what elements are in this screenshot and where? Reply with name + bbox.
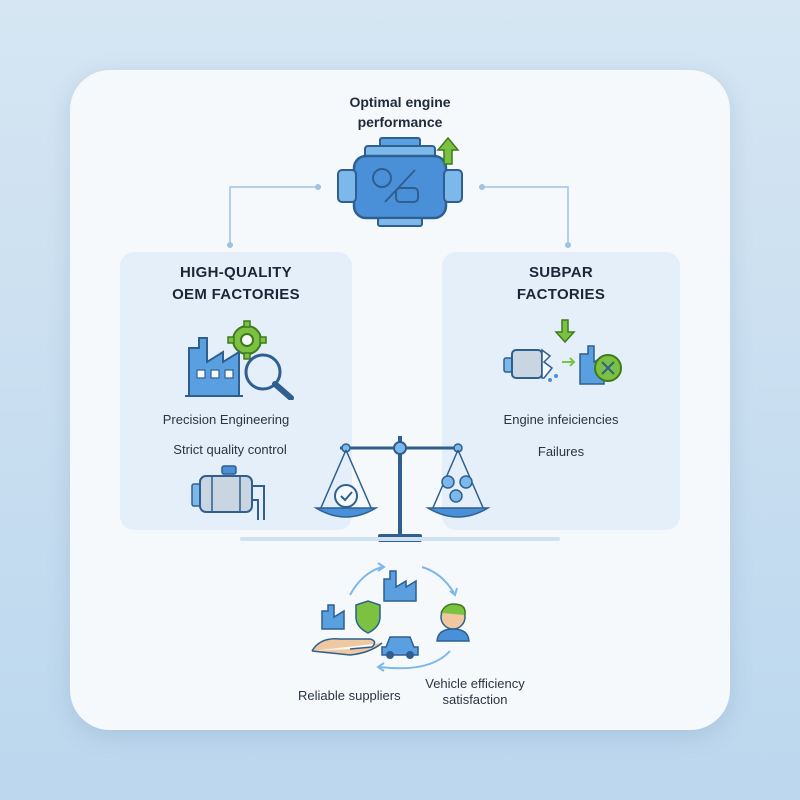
cycle-label-reliable: Reliable suppliers: [298, 688, 401, 703]
connector-left: [229, 186, 318, 245]
left-title-line2: OEM FACTORIES: [172, 286, 300, 303]
right-item-inefficiencies: Engine infeiciencies: [503, 412, 619, 427]
arrow-up-icon: [436, 136, 460, 165]
scale-shadow: [240, 537, 560, 541]
left-item-quality: Strict quality control: [173, 442, 287, 457]
balance-scale-icon: [313, 436, 491, 542]
left-item-precision: Precision Engineering: [162, 412, 290, 427]
right-title-line1: SUBPAR: [528, 264, 594, 281]
engine-icon: [337, 137, 463, 227]
factory-inspection-icon: [185, 320, 294, 400]
connector-right: [482, 186, 569, 245]
right-title-line2: FACTORIES: [516, 286, 606, 303]
cycle-label-efficiency: Vehicle efficiency satisfaction: [415, 676, 535, 708]
right-panel: [442, 252, 680, 530]
right-panel-title: SUBPAR FACTORIES: [442, 262, 680, 306]
broken-engine-factory-icon: [503, 319, 622, 385]
left-title-line1: HIGH-QUALITY: [180, 264, 292, 281]
cycle-label-efficiency-line1: Vehicle efficiency: [425, 676, 525, 691]
top-title-line2: performance: [357, 114, 443, 130]
supply-cycle-icon: [311, 562, 470, 672]
motor-part-icon: [191, 465, 265, 520]
left-panel-title: HIGH-QUALITY OEM FACTORIES: [120, 262, 352, 306]
right-item-failures: Failures: [537, 444, 585, 459]
cycle-label-efficiency-line2: satisfaction: [442, 692, 508, 707]
top-title: Optimal engine performance: [300, 92, 500, 132]
top-title-line1: Optimal engine: [349, 94, 451, 110]
